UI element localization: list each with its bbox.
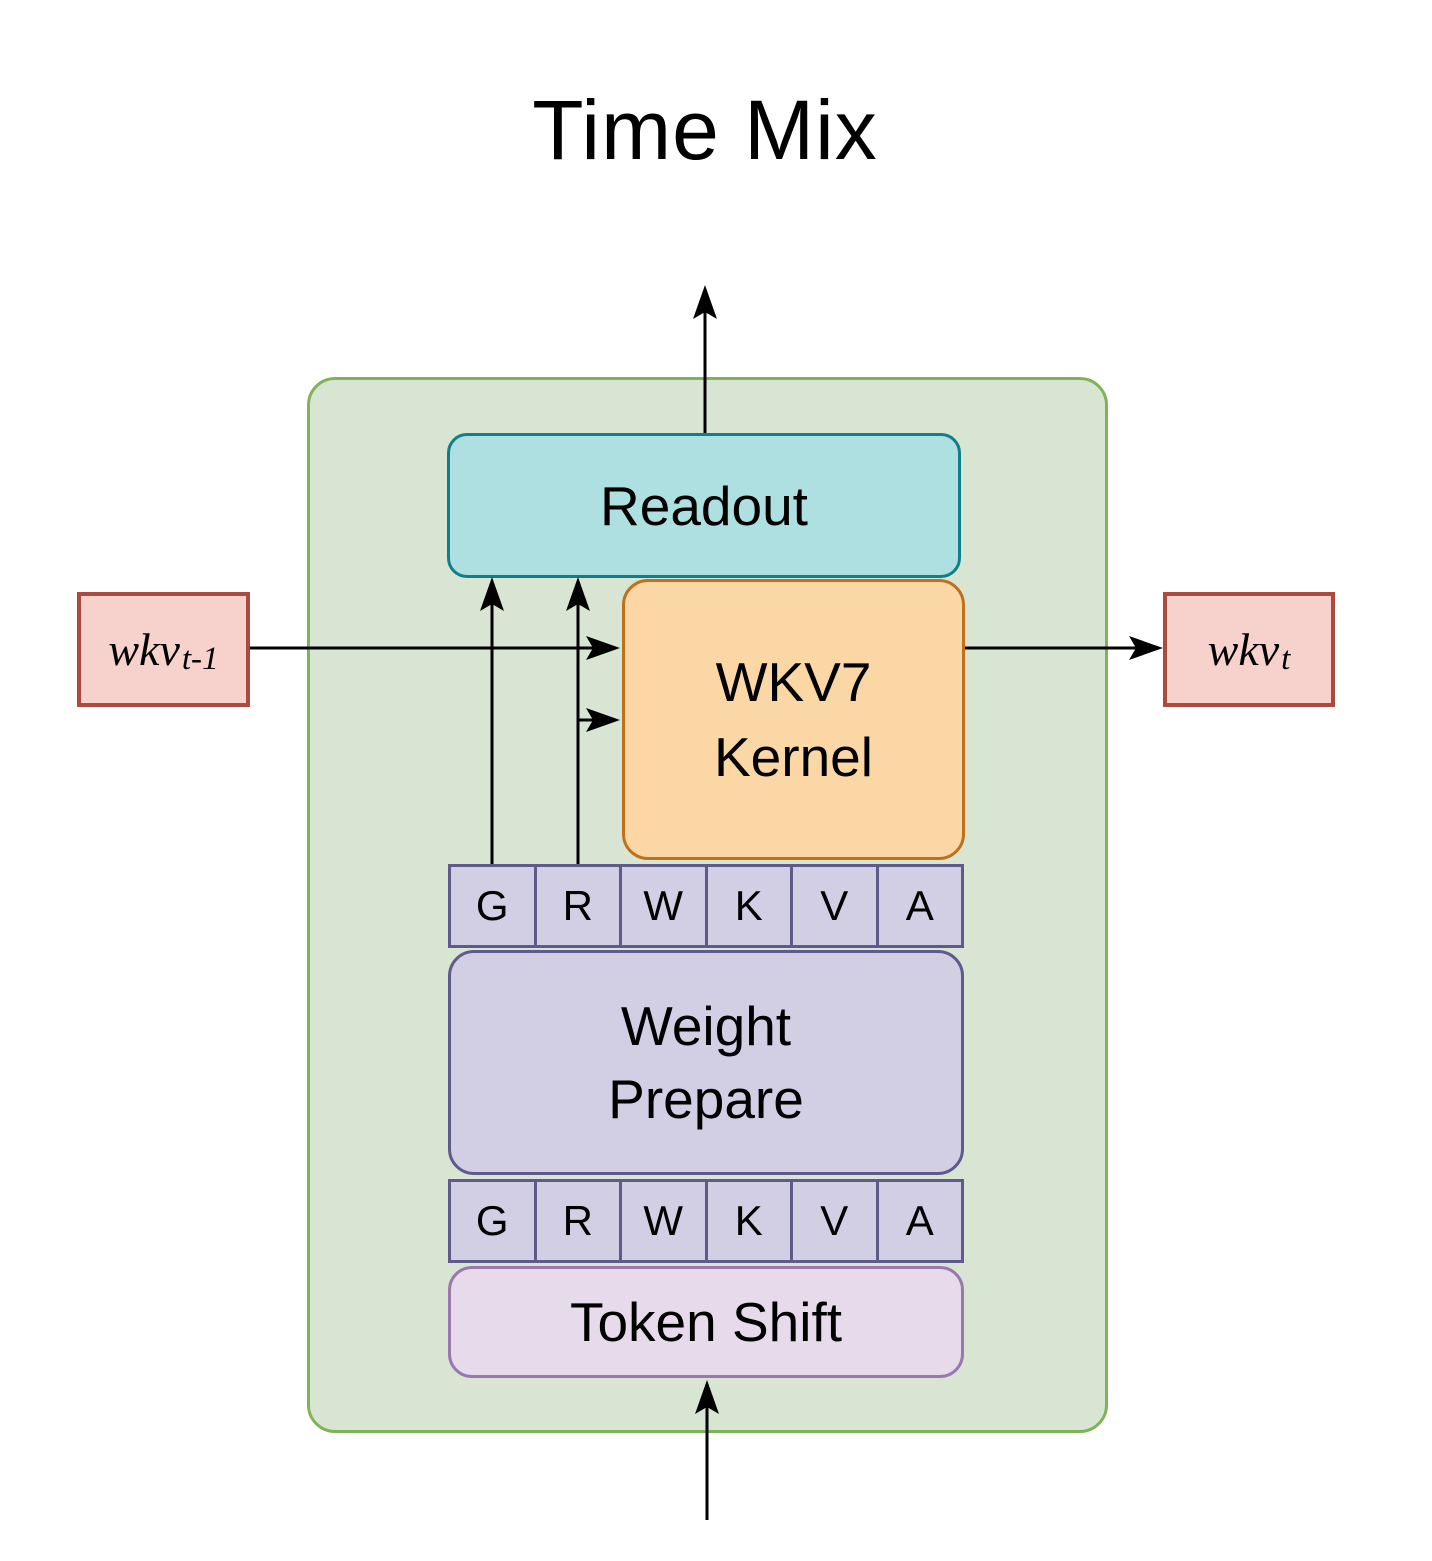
wkv7-kernel-label-line1: WKV7 bbox=[715, 651, 872, 714]
token-shift-node: Token Shift bbox=[448, 1266, 964, 1378]
readout-label: Readout bbox=[600, 474, 808, 537]
wkv-next-subscript: t bbox=[1281, 640, 1291, 678]
wkv7-kernel-label-line2: Kernel bbox=[714, 725, 873, 788]
wkv-prev-label: wkv bbox=[108, 624, 180, 675]
gate-cell-w: W bbox=[619, 1182, 705, 1260]
wkv-prev-subscript: t-1 bbox=[181, 640, 219, 678]
weight-prepare-label-line2: Prepare bbox=[608, 1067, 804, 1130]
wkv-next-label: wkv bbox=[1207, 624, 1280, 675]
gate-cell-g: G bbox=[475, 882, 509, 929]
diagram-title: Time Mix bbox=[532, 83, 878, 177]
readout-node: Readout bbox=[447, 433, 961, 578]
gate-cell-r: R bbox=[533, 1182, 620, 1260]
gate-cell-w: W bbox=[619, 867, 705, 945]
gate-cell-r: R bbox=[533, 867, 620, 945]
gate-cell-a: A bbox=[875, 867, 962, 945]
gate-row-upper: G R W K V A bbox=[448, 864, 964, 948]
wkv7-kernel-node: WKV7 Kernel bbox=[622, 579, 965, 860]
gate-cell-a: A bbox=[875, 1182, 962, 1260]
gate-cell-g: G bbox=[475, 1197, 509, 1244]
gate-cell-v: V bbox=[790, 867, 876, 945]
token-shift-label: Token Shift bbox=[569, 1291, 843, 1353]
gate-cell-v: V bbox=[790, 1182, 876, 1260]
weight-prepare-label-line1: Weight bbox=[620, 994, 792, 1057]
gate-row-lower: G R W K V A bbox=[448, 1179, 964, 1263]
gate-cell-k: K bbox=[704, 1182, 791, 1260]
weight-prepare-node: Weight Prepare bbox=[448, 950, 964, 1175]
gate-cell-k: K bbox=[704, 867, 791, 945]
